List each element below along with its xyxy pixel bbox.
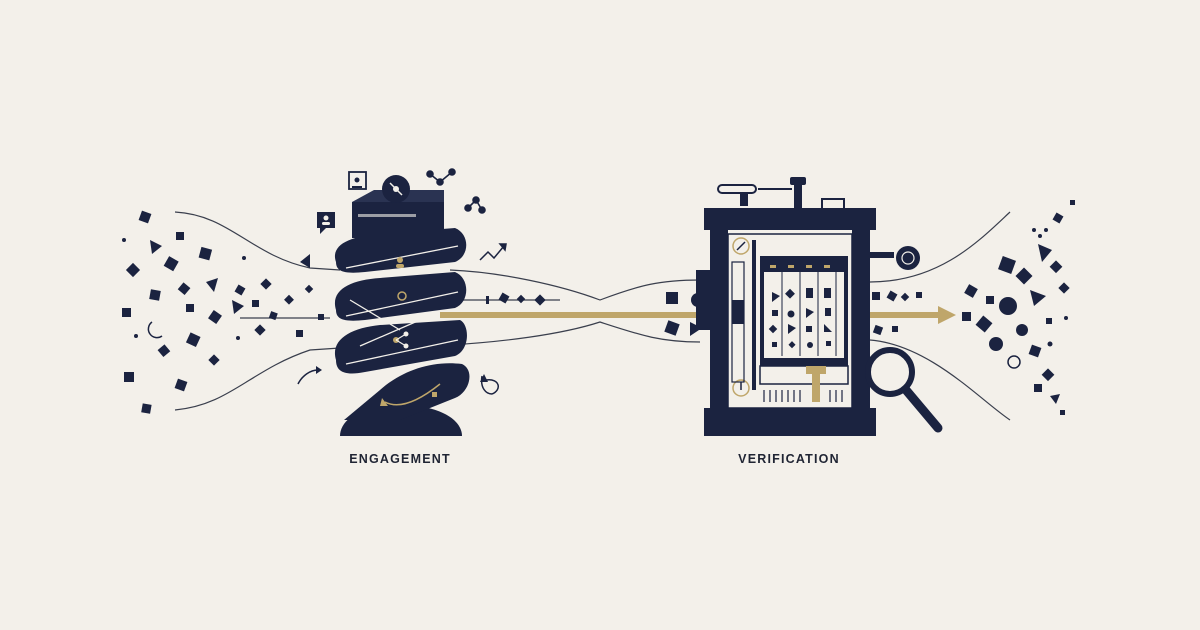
spiral-coil-bottom: [344, 363, 470, 420]
gold-arrow: [440, 306, 956, 324]
flow-line-right-bottom: [869, 339, 1011, 421]
particle: [174, 378, 188, 392]
right-particles: [962, 200, 1075, 415]
verification-press: [696, 177, 920, 436]
spiral-coil-2: [334, 228, 467, 273]
particle-arc: [147, 321, 163, 339]
particle: [125, 262, 141, 278]
particle: [163, 256, 179, 272]
particle: [186, 304, 194, 312]
flow-lines: [174, 211, 1011, 421]
rotate-arrow-icon: [480, 374, 499, 395]
particle-dot: [122, 238, 126, 242]
particle: [198, 246, 213, 261]
particle-dot: [134, 334, 138, 338]
particle: [268, 311, 278, 321]
particle: [254, 324, 266, 336]
verification-label: VERIFICATION: [738, 452, 840, 466]
particle-ring: [1007, 355, 1021, 369]
flow-line-right-top: [869, 211, 1011, 283]
spiral-coil-3: [334, 272, 467, 321]
particle: [150, 240, 162, 254]
flow-line-bottom: [174, 321, 701, 411]
particle: [318, 314, 324, 320]
particle: [284, 294, 294, 305]
spiral-curved-arrow: [384, 383, 441, 406]
spiral-gold-marker: [432, 392, 437, 397]
gauge-icon: [732, 379, 750, 397]
particle: [234, 284, 246, 296]
particle: [157, 344, 171, 358]
particle: [138, 210, 152, 224]
play-triangle-icon: [300, 254, 310, 268]
target-icon: [382, 175, 410, 203]
image-icon: [348, 171, 367, 190]
particle: [122, 308, 131, 317]
particle-dot: [242, 256, 246, 260]
chat-user-icon: [317, 212, 335, 234]
flow-line-top: [174, 211, 701, 301]
particle: [296, 330, 303, 337]
left-particles: [122, 210, 324, 414]
particle: [149, 289, 161, 301]
particle: [141, 403, 152, 414]
share-icon: [464, 196, 486, 214]
particle: [185, 332, 201, 347]
particle: [208, 354, 220, 366]
particle-dot: [236, 336, 240, 340]
spiral-coil-4: [334, 320, 467, 374]
particle: [260, 278, 272, 290]
spiral-person-icon: [396, 257, 404, 268]
particle: [177, 282, 191, 296]
engagement-label: ENGAGEMENT: [349, 452, 451, 466]
magnifying-glass-icon: [865, 347, 943, 433]
middle-particles: [486, 290, 922, 336]
curved-arrow-icon: [297, 366, 322, 385]
particle: [252, 300, 259, 307]
press-handle-icon: [717, 184, 757, 194]
gauge-icon: [732, 237, 750, 255]
spiral-top-box: [352, 202, 444, 238]
particle: [304, 284, 314, 294]
particle: [232, 300, 244, 314]
engagement-spiral: [334, 190, 470, 436]
spiral-share-icon: [393, 331, 409, 349]
particle: [124, 372, 134, 382]
spiral-lock-icon: [397, 291, 407, 301]
particle: [208, 310, 222, 324]
trend-arrow-icon: [479, 243, 507, 261]
network-node-icon: [426, 168, 456, 186]
particle: [176, 232, 184, 240]
particle: [206, 278, 218, 292]
